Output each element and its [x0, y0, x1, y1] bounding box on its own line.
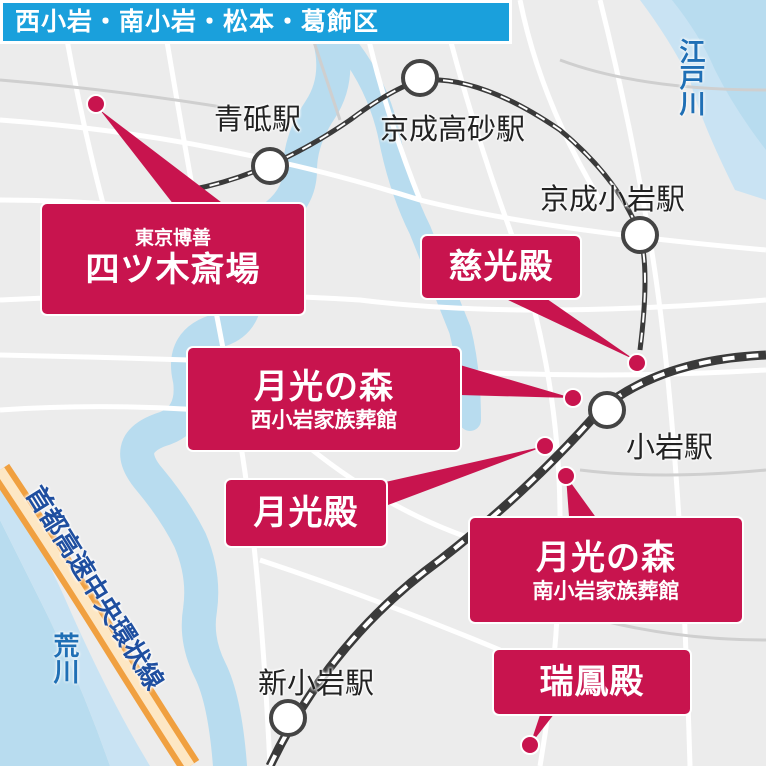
edogawa-label: 江戸川 [675, 38, 705, 116]
facility-gekko-nishi-name: 月光の森 [254, 367, 394, 407]
facility-gekko-nishi-sub: 西小岩家族葬館 [250, 408, 398, 432]
station-aoto: 青砥駅 [214, 102, 302, 136]
station-keisei-koiwa: 京成小岩駅 [540, 182, 686, 216]
station-shinkoiwa: 新小岩駅 [258, 666, 375, 700]
facility-gekkoden[interactable]: 月光殿 [226, 480, 386, 546]
station-markers [251, 59, 659, 737]
facility-jikoden[interactable]: 慈光殿 [422, 236, 580, 298]
facility-yotsugi-name: 四ツ木斎場 [85, 250, 261, 290]
facility-gekkoden-name: 月光殿 [253, 493, 359, 533]
facility-zuihoden[interactable]: 瑞鳳殿 [494, 650, 690, 714]
station-marker-koiwa [588, 391, 626, 429]
facility-gekko-minami-name: 月光の森 [536, 538, 676, 578]
station-marker-keisei-takasago [401, 59, 439, 97]
arakawa-river [0, 520, 110, 766]
facility-yotsugi[interactable]: 東京博善 四ツ木斎場 [42, 204, 304, 314]
map-title: 西小岩・南小岩・松本・葛飾区 [0, 0, 512, 44]
station-keisei-takasago: 京成高砂駅 [380, 112, 526, 146]
arakawa-label: 荒川 [49, 632, 79, 684]
station-marker-shinkoiwa [269, 699, 307, 737]
station-marker-keisei-koiwa [621, 216, 659, 254]
facility-zuihoden-name: 瑞鳳殿 [539, 662, 645, 702]
facility-gekko-minami[interactable]: 月光の森 南小岩家族葬館 [470, 518, 742, 622]
station-marker-aoto [251, 147, 289, 185]
facility-gekko-minami-sub: 南小岩家族葬館 [532, 579, 680, 603]
facility-gekko-nishi[interactable]: 月光の森 西小岩家族葬館 [188, 348, 460, 450]
facility-jikoden-name: 慈光殿 [448, 247, 554, 287]
facility-dots [86, 94, 647, 755]
station-koiwa: 小岩駅 [626, 430, 714, 464]
facility-yotsugi-operator: 東京博善 [134, 227, 211, 249]
